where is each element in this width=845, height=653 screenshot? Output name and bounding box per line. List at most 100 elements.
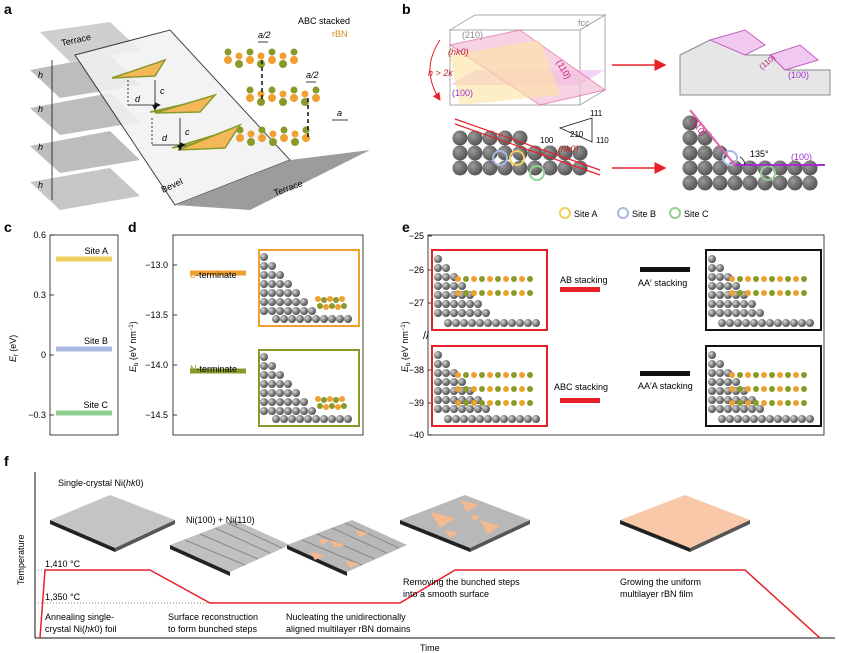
ni-atom [682, 115, 698, 131]
bn-atom [479, 400, 485, 406]
bn-atom [511, 372, 517, 378]
bn-atom [487, 400, 493, 406]
h-gt-2k-arrow [429, 39, 441, 101]
ni-atom [524, 319, 532, 327]
step2-line1: Surface reconstruction [168, 612, 258, 622]
panel-f: f Temperature Time 1,410 °C 1,350 °C [4, 453, 835, 653]
ni-atom [308, 407, 316, 415]
ni-atom [276, 380, 284, 388]
aaa-snapshot [705, 345, 822, 427]
plate-1 [50, 495, 175, 548]
ni-atom [724, 405, 732, 413]
ni-atom [466, 300, 474, 308]
ni-atom [336, 415, 344, 423]
ni-atom [708, 360, 716, 368]
ni-atom [292, 307, 300, 315]
ni-atom [260, 262, 268, 270]
panel-c-ylabel: Ef (eV) [8, 335, 20, 362]
ni-facets-label: Ni(100) + Ni(110) [186, 515, 255, 525]
ni-atom [716, 387, 724, 395]
e-tick-label: −39 [409, 398, 424, 408]
ni-atom [708, 378, 716, 386]
ni-atom [740, 300, 748, 308]
ni-atom [726, 415, 734, 423]
ni-atom [268, 271, 276, 279]
rbn-domain-2b [154, 93, 218, 114]
panel-c-ticks: 0.60.30−0.3 [28, 230, 54, 420]
terrace-bottom-plate [175, 150, 370, 210]
panel-d-levels [190, 270, 246, 374]
bn-atom [495, 386, 501, 392]
ni-atom [450, 282, 458, 290]
plate-3-edge [287, 545, 347, 576]
ni-atom [308, 307, 316, 315]
ni-atom [300, 307, 308, 315]
ni-atom [292, 407, 300, 415]
panel-d-letter: d [128, 219, 137, 235]
ni-atom [708, 282, 716, 290]
bn-atom [753, 386, 759, 392]
facet-100-label: (100) [791, 152, 812, 162]
site-b-ring [722, 150, 738, 166]
c-level-label: Site B [84, 336, 108, 346]
bn-atom [323, 304, 329, 310]
ni-atom [708, 351, 716, 359]
ni-atom [260, 353, 268, 361]
step1-line1: Annealing single- [45, 612, 114, 622]
ni-atom [716, 405, 724, 413]
ni-atom [482, 160, 498, 176]
site-c-marker [669, 207, 681, 219]
ni-atom [724, 300, 732, 308]
site-a-marker [559, 207, 571, 219]
bn-atom [745, 386, 751, 392]
bn-atom [339, 296, 345, 302]
bn-atom [487, 290, 493, 296]
ni-atom [467, 160, 483, 176]
a-half-label-2: a/2 [306, 70, 319, 80]
ni-atom [284, 307, 292, 315]
bn-atom [519, 290, 525, 296]
ni-atom [442, 282, 450, 290]
ni-atom [434, 378, 442, 386]
bn-atom [471, 372, 477, 378]
bn-atom [729, 386, 735, 392]
plate-4-edge [400, 520, 470, 552]
ni-atom [724, 378, 732, 386]
ab-level [560, 287, 600, 292]
ni-atom [312, 315, 320, 323]
bn-atom [479, 290, 485, 296]
chain-atom [268, 56, 276, 64]
bn-atom [753, 400, 759, 406]
ni-atom [434, 360, 442, 368]
chain-atom [290, 48, 298, 56]
panel-b: b (210) fcc (110) (hk0) (100) h > 2k (hk… [402, 1, 831, 219]
bn-atom [315, 396, 321, 402]
bn-atom [519, 276, 525, 282]
ni-atom [268, 398, 276, 406]
c-level-bar [56, 346, 112, 352]
bn-atom [793, 386, 799, 392]
panel-e-atoms [434, 255, 814, 423]
panel-e-axes [427, 234, 825, 436]
ni-atom [260, 398, 268, 406]
plane-210-label: (210) [462, 30, 483, 40]
bn-atom [487, 276, 493, 282]
ni-atom [452, 145, 468, 161]
bn-atom [333, 397, 339, 403]
bn-atom [471, 386, 477, 392]
ni-atom [284, 398, 292, 406]
bn-atom [769, 400, 775, 406]
step3-line1: Nucleating the unidirectionally [286, 612, 406, 622]
bn-atom [317, 303, 323, 309]
bn-atom [495, 290, 501, 296]
ni-atom [284, 280, 292, 288]
ab-label: AB stacking [560, 275, 608, 285]
ni-atom [268, 289, 276, 297]
chain-atom [302, 134, 310, 142]
ni-atom [708, 255, 716, 263]
plate-3 [287, 520, 407, 572]
ni-atom [742, 415, 750, 423]
bn-atom [327, 396, 333, 402]
ni-atom [442, 264, 450, 272]
e-tick-label: −25 [409, 231, 424, 241]
